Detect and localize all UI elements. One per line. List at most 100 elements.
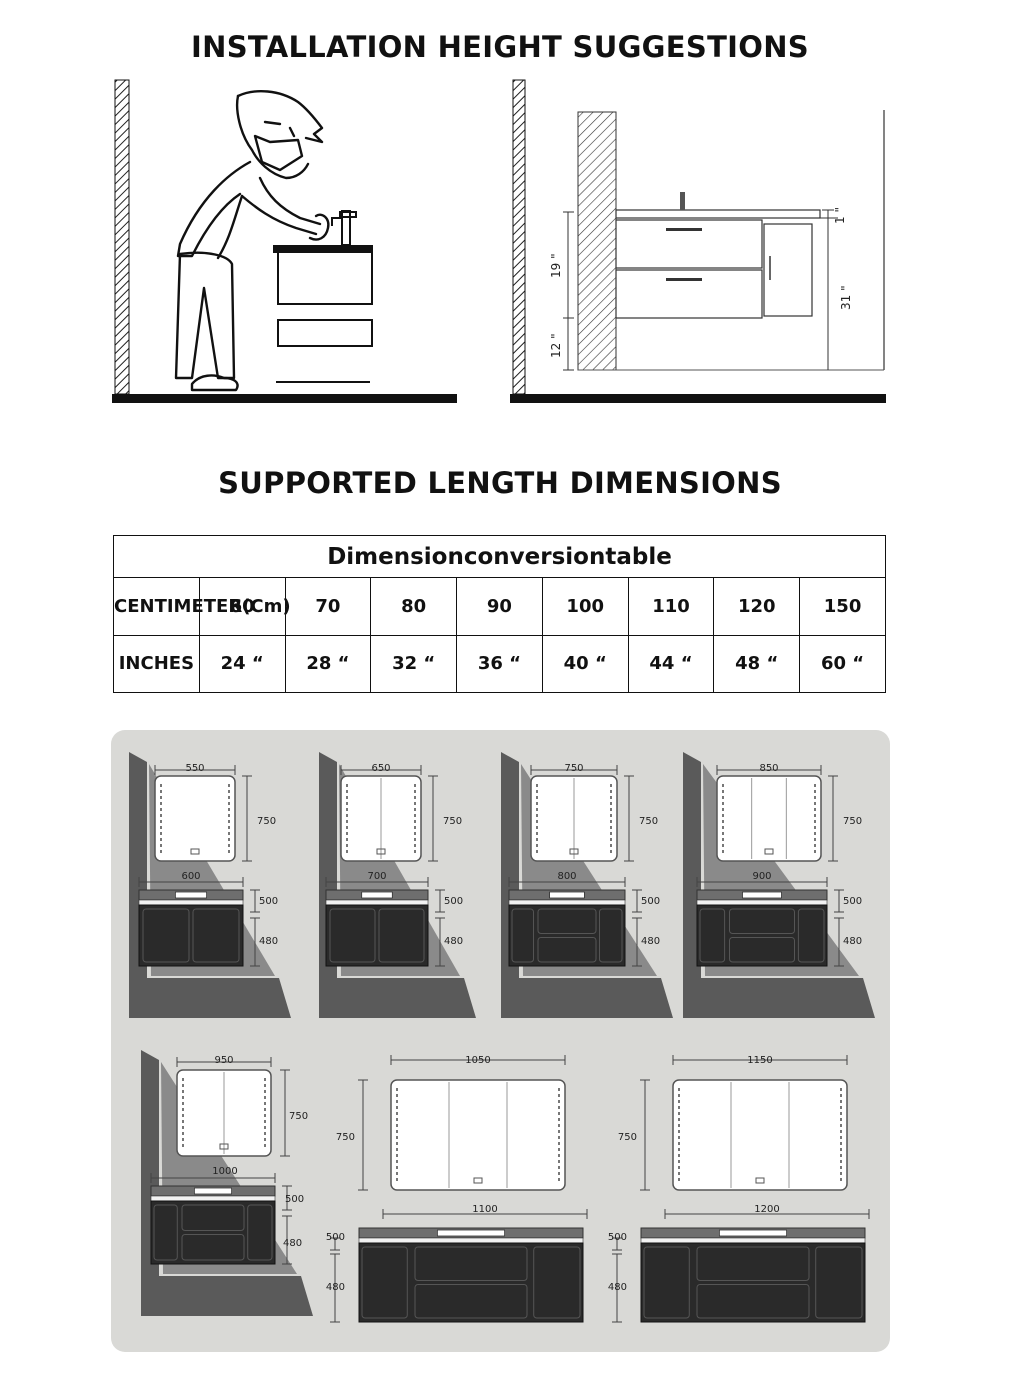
light-strip — [138, 899, 244, 906]
inch-cell: 60 “ — [799, 634, 886, 694]
dim-31: 31 " — [839, 285, 853, 310]
sink-basin — [361, 891, 393, 899]
inch-cell: 48 “ — [713, 634, 801, 694]
height-label: 480 — [259, 936, 278, 947]
cabinet-door — [192, 908, 240, 963]
table-row-inches: INCHES 24 “ 28 “ 32 “ 36 “ 40 “ 44 “ 48 … — [113, 634, 886, 694]
light-strip — [640, 1237, 866, 1244]
vanity-models-illustration: 5507506005004806507507005004807507508005… — [129, 752, 875, 1323]
sink-basin — [549, 891, 585, 899]
cabinet-drawer — [414, 1246, 528, 1281]
mirror-switch-icon — [473, 1177, 483, 1184]
cm-cell: 110 — [627, 577, 715, 636]
mirror-height-label: 750 — [443, 816, 462, 827]
sink-basin — [436, 1229, 505, 1237]
mirror — [672, 1079, 848, 1191]
side-elevation-illustration: 1 " 19 " 31 " 12 " — [510, 79, 886, 403]
height-label: 480 — [843, 936, 862, 947]
cabinet-width-label: 1100 — [472, 1204, 497, 1215]
wall-backdrop — [683, 752, 875, 1018]
cabinet-drawer — [696, 1246, 810, 1281]
height-label: 480 — [608, 1282, 627, 1293]
table-row-centimeter: CENTIMETER(Cm) 60 70 80 90 100 110 120 1… — [113, 577, 886, 636]
mirror-width-label: 750 — [564, 763, 583, 774]
cm-cell: 120 — [713, 577, 801, 636]
dim-19: 19 " — [549, 253, 563, 278]
mirror-height-label: 750 — [336, 1132, 355, 1143]
cabinet-door — [361, 1246, 408, 1319]
cm-cell: 70 — [284, 577, 372, 636]
cabinet-width-label: 1000 — [212, 1166, 237, 1177]
mirror-switch-icon — [376, 848, 386, 855]
inch-cell: 36 “ — [456, 634, 543, 694]
mirror-height-label: 750 — [289, 1111, 308, 1122]
depth-label: 500 — [285, 1194, 304, 1205]
wall-backdrop — [129, 752, 291, 1018]
wall-backdrop — [319, 752, 476, 1018]
sink-basin — [742, 891, 782, 899]
cabinet-drawer — [729, 908, 795, 934]
mirror-height-label: 750 — [639, 816, 658, 827]
installation-heading: INSTALLATION HEIGHT SUGGESTIONS — [191, 30, 809, 64]
cabinet-door — [153, 1204, 178, 1261]
wall-section — [577, 111, 617, 371]
mirror-width-label: 1150 — [747, 1055, 772, 1066]
cabinet-drawer — [537, 937, 597, 963]
cabinet-drawer — [696, 1284, 810, 1319]
cabinet-body — [325, 904, 429, 967]
height-label: 480 — [641, 936, 660, 947]
mirror-switch-icon — [755, 1177, 765, 1184]
wall-backdrop — [141, 1050, 313, 1316]
mirror-height-label: 750 — [257, 816, 276, 827]
cm-cell: 100 — [541, 577, 629, 636]
cabinet-door — [643, 1246, 690, 1319]
cabinet-drawer — [537, 908, 597, 934]
cm-cell: 80 — [370, 577, 458, 636]
sink-basin — [194, 1187, 233, 1195]
dim-12: 12 " — [549, 333, 563, 358]
cabinet-door — [797, 908, 825, 963]
floor — [112, 394, 457, 403]
cabinet-drawer — [181, 1204, 245, 1231]
inch-cell: 44 “ — [627, 634, 715, 694]
cabinet-drawer — [729, 937, 795, 963]
mirror-switch-icon — [569, 848, 579, 855]
cabinet-door — [511, 908, 535, 963]
inch-cell: 24 “ — [198, 634, 286, 694]
mirror — [390, 1079, 566, 1191]
mirror-height-label: 750 — [618, 1132, 637, 1143]
mirror-switch-icon — [219, 1143, 229, 1150]
light-strip — [325, 899, 429, 906]
floor — [510, 394, 886, 403]
inch-cell: 32 “ — [370, 634, 458, 694]
row-label-inches: INCHES — [113, 634, 200, 694]
inch-cell: 28 “ — [284, 634, 372, 694]
cabinet-body — [640, 1242, 866, 1323]
cm-cell: 90 — [456, 577, 543, 636]
row-label-centimeter: CENTIMETER(Cm) — [113, 577, 291, 636]
mirror — [154, 775, 236, 862]
cabinet-door — [598, 908, 623, 963]
depth-label: 500 — [608, 1232, 627, 1243]
depth-label: 500 — [641, 896, 660, 907]
cabinet-door — [329, 908, 376, 963]
mirror-width-label: 1050 — [465, 1055, 490, 1066]
dim-1: 1 " — [833, 207, 847, 224]
cabinet-body — [696, 904, 828, 967]
cabinet-door — [815, 1246, 863, 1319]
wall-backdrop — [501, 752, 673, 1018]
mirror-width-label: 650 — [371, 763, 390, 774]
cabinet-door — [247, 1204, 273, 1261]
mirror-switch-icon — [764, 848, 774, 855]
wall-left — [512, 79, 526, 395]
mirror-width-label: 950 — [214, 1055, 233, 1066]
cm-cell: 150 — [799, 577, 886, 636]
dimension-conversion-table: Dimensionconversiontable CENTIMETER(Cm) … — [113, 534, 886, 694]
cabinet-door — [378, 908, 425, 963]
supported-heading: SUPPORTED LENGTH DIMENSIONS — [218, 466, 782, 500]
inch-cell: 40 “ — [541, 634, 629, 694]
cabinet-body — [150, 1200, 276, 1265]
cabinet-body — [508, 904, 626, 967]
cabinet-width-label: 600 — [181, 871, 200, 882]
table-caption: Dimensionconversiontable — [113, 534, 886, 579]
